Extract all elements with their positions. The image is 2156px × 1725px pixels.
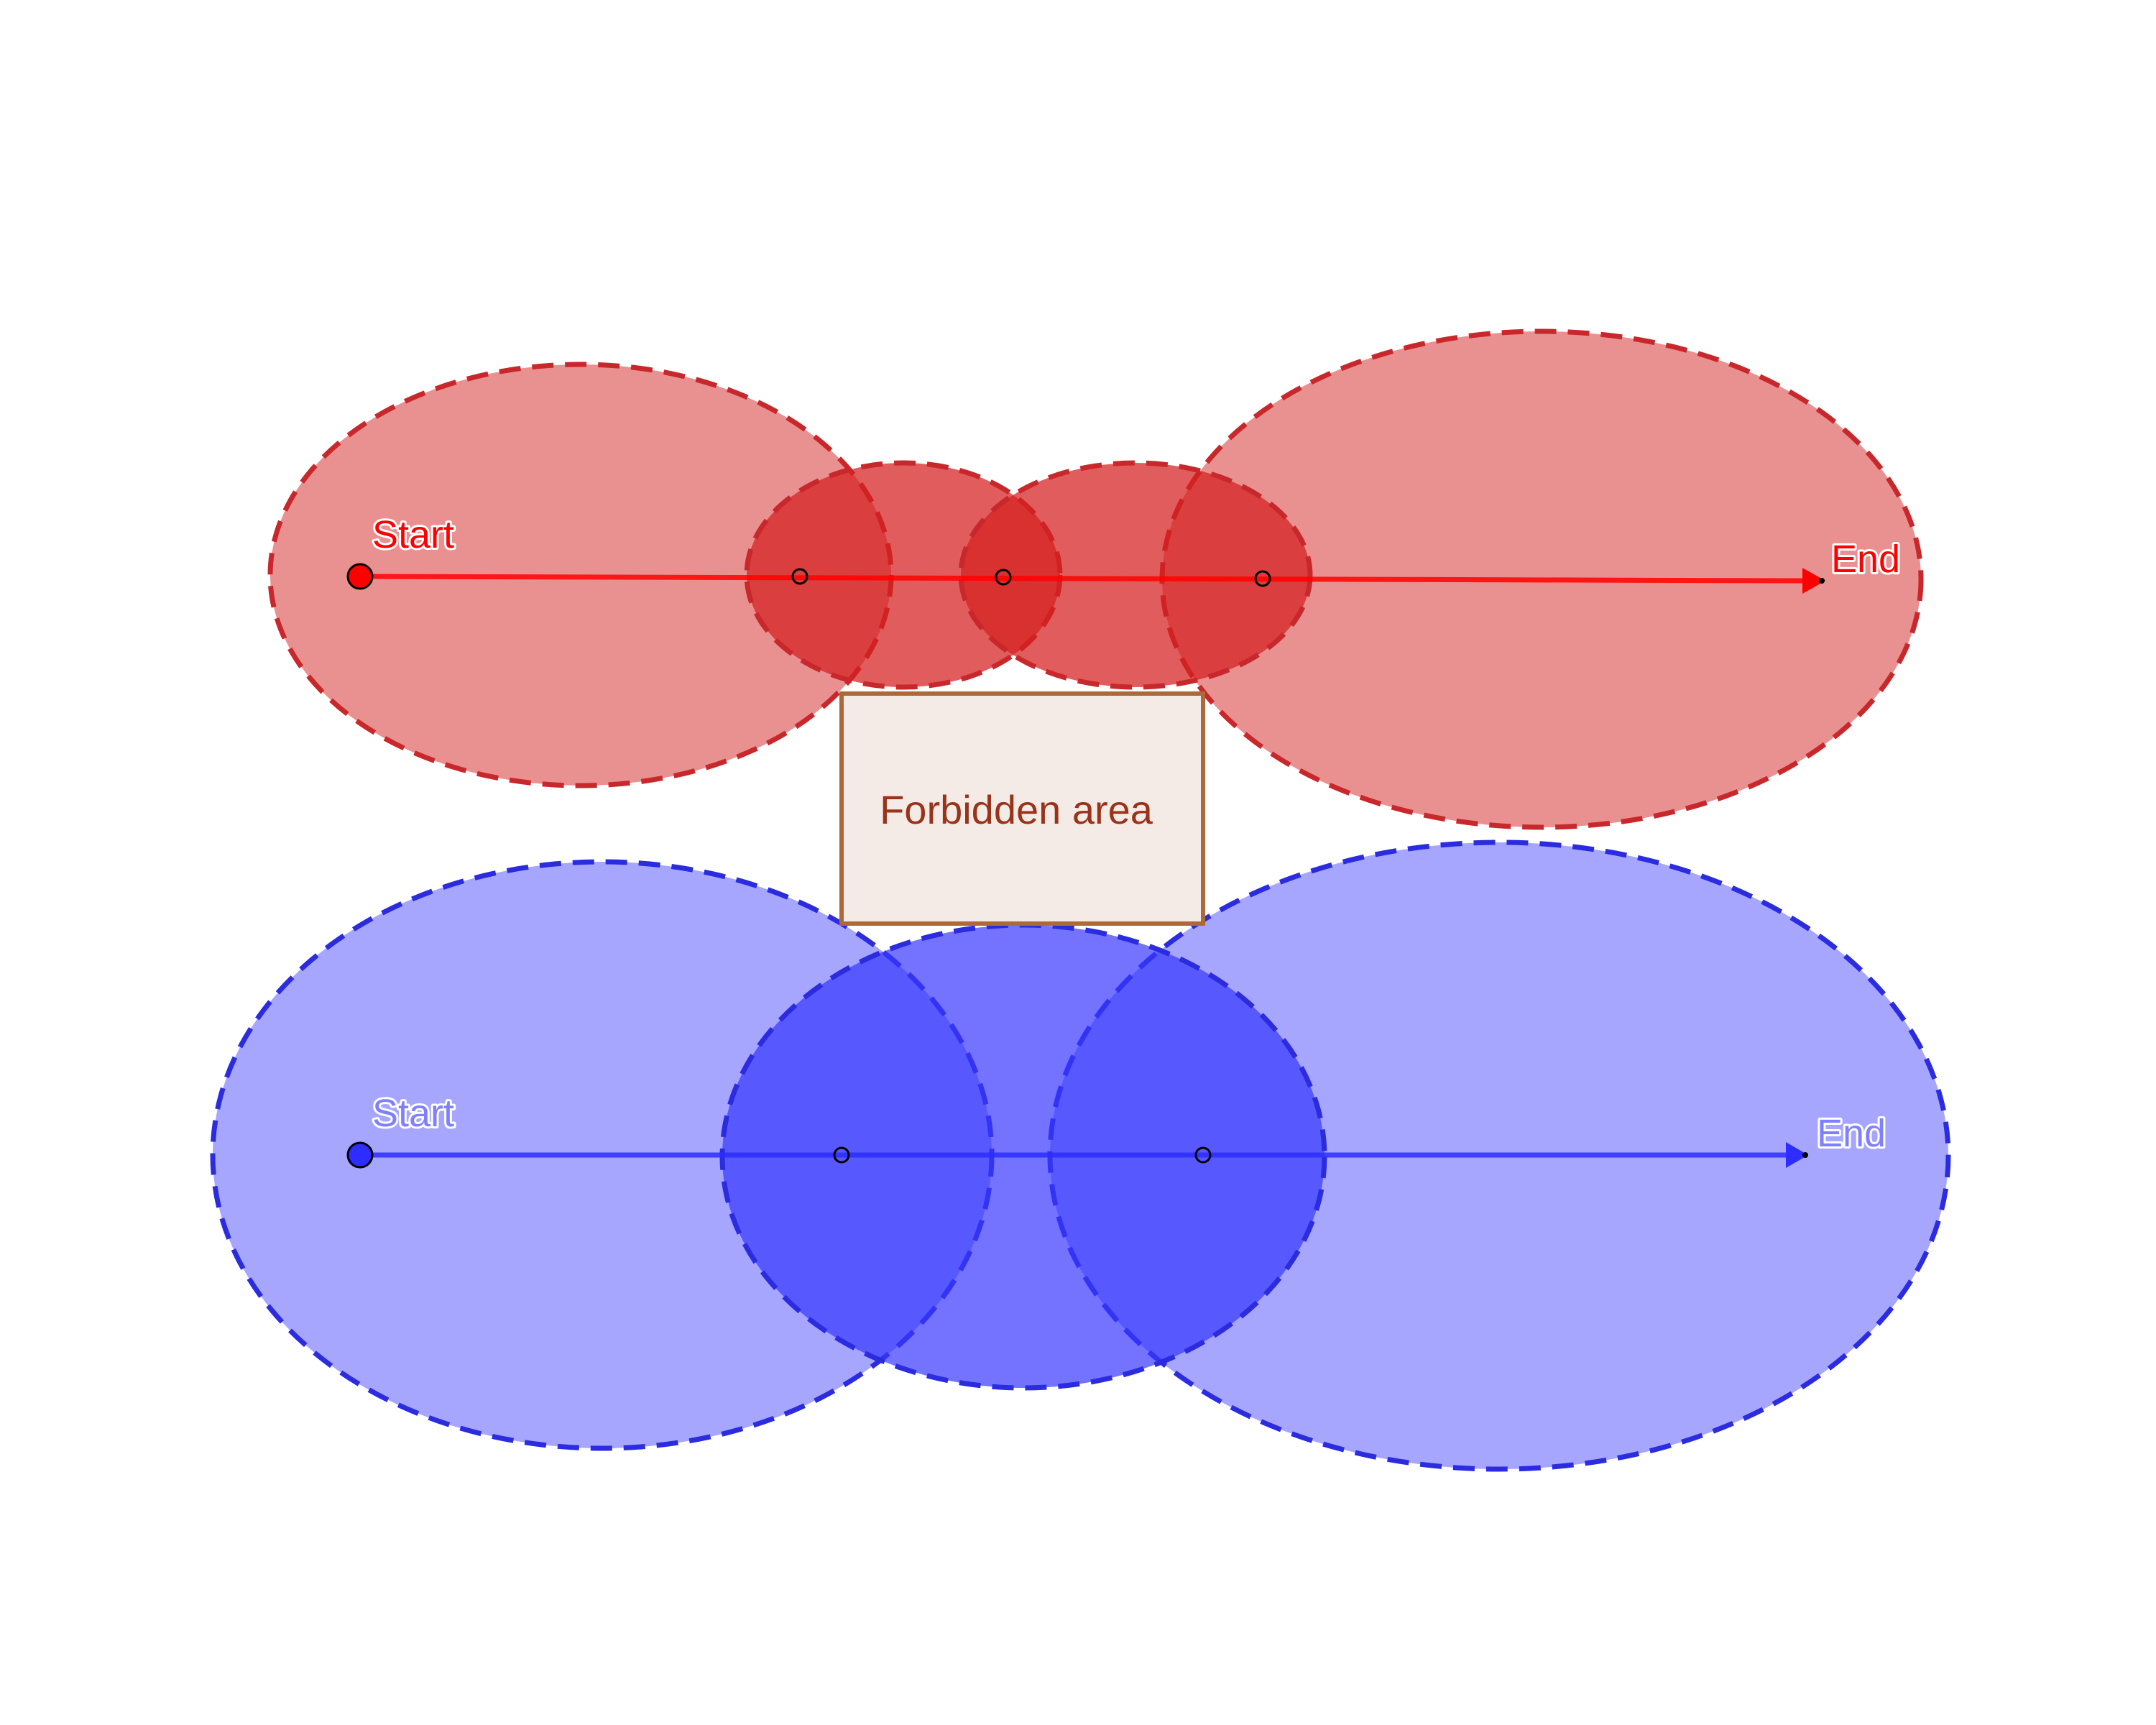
blue-end-label: End — [1817, 1112, 1886, 1155]
red-waypoint-2 — [995, 569, 1012, 586]
blue-start-point — [346, 1141, 374, 1169]
red-end-label: End — [1831, 538, 1900, 581]
blue-route-arrowhead — [1786, 1142, 1808, 1168]
red-route-arrowhead — [1802, 568, 1825, 594]
forbidden-area-box — [839, 691, 1205, 926]
forbidden-area: Forbidden area — [839, 691, 1205, 926]
blue-start-label: Start — [372, 1092, 454, 1135]
red-zone-mid-right — [958, 460, 1313, 690]
blue-waypoint-1 — [833, 1146, 850, 1164]
red-waypoint-3 — [1254, 570, 1271, 587]
red-end-point — [1819, 578, 1825, 584]
blue-end-point — [1802, 1152, 1808, 1158]
forbidden-area-label: Forbidden area — [880, 787, 1153, 832]
red-start-point — [346, 563, 374, 590]
blue-route-group: Start End — [210, 840, 1951, 1472]
red-route-line — [359, 574, 1809, 584]
red-route-group: Start End — [267, 328, 1924, 830]
red-start-label: Start — [372, 513, 454, 556]
blue-waypoint-2 — [1194, 1146, 1212, 1164]
red-waypoint-1 — [791, 568, 808, 585]
